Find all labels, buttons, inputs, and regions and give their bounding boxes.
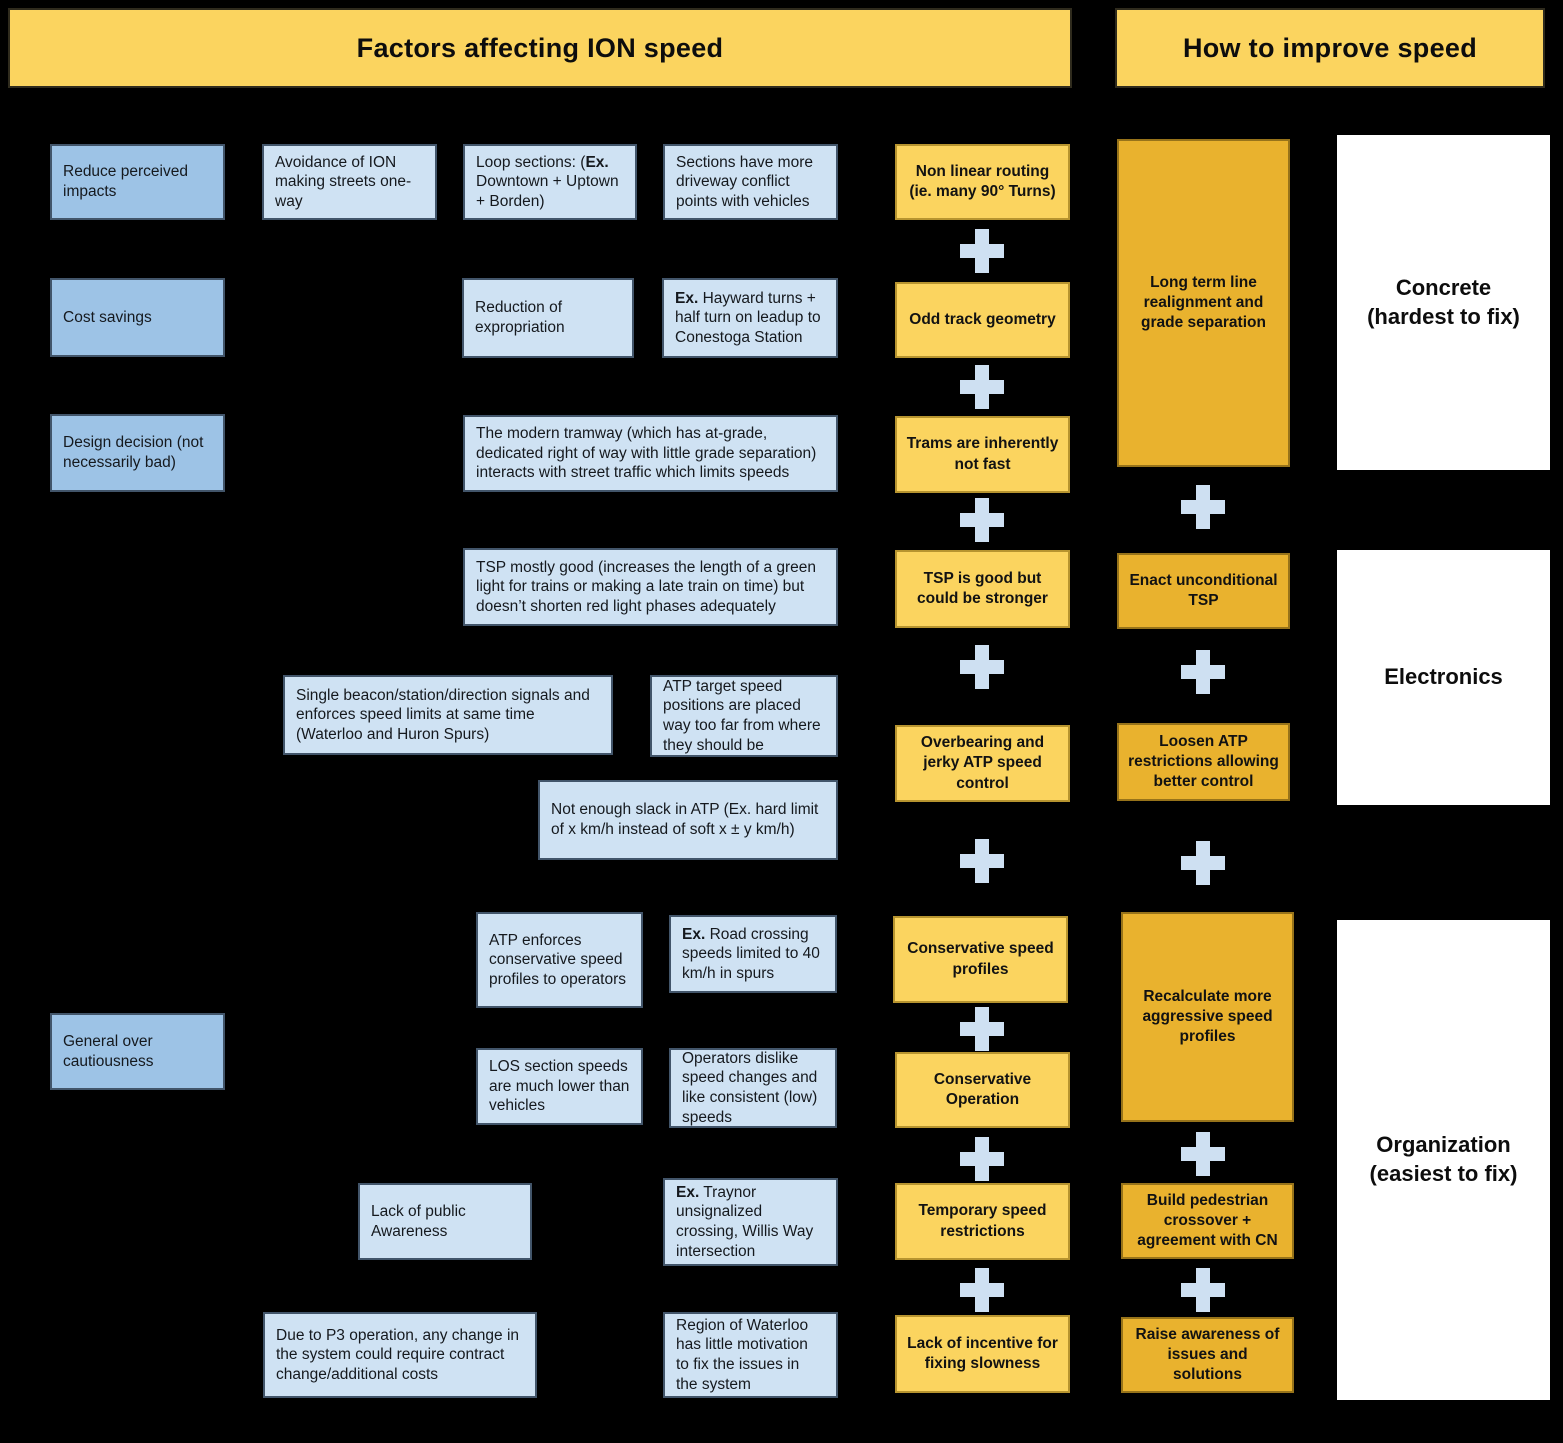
box-text: Region of Waterloo has little motivation… xyxy=(676,1316,809,1393)
factor-tsp-good-stronger: TSP is good but could be stronger xyxy=(895,550,1070,628)
solution-recalculate-profiles: Recalculate more aggressive speed profil… xyxy=(1121,912,1294,1122)
factor-conservative-profiles: Conservative speed profiles xyxy=(893,916,1068,1003)
box-text: ATP enforces conservative speed profiles… xyxy=(489,931,626,988)
box-single-beacon: Single beacon/station/direction signals … xyxy=(283,675,613,755)
box-text: Loop sections: (Ex. Downtown + Uptown + … xyxy=(476,153,619,210)
plus-icon xyxy=(1181,1268,1225,1312)
box-reduce-perceived-impacts: Reduce perceived impacts xyxy=(50,144,225,220)
box-text: Conservative Operation xyxy=(933,1070,1032,1108)
box-reduction-expropriation: Reduction of expropriation xyxy=(462,278,634,358)
factors-header-label: Factors affecting ION speed xyxy=(356,32,724,63)
box-lack-public-awareness: Lack of public Awareness xyxy=(358,1183,532,1260)
box-text: Reduce perceived impacts xyxy=(63,163,188,200)
box-text: Ex. Traynor unsignalized crossing, Willi… xyxy=(676,1183,814,1260)
plus-icon xyxy=(960,1268,1004,1312)
factor-conservative-operation: Conservative Operation xyxy=(895,1052,1070,1128)
box-text: The modern tramway (which has at-grade, … xyxy=(476,425,817,482)
box-hayward-turns: Ex. Hayward turns + half turn on leadup … xyxy=(662,278,838,358)
box-traynor-crossing: Ex. Traynor unsignalized crossing, Willi… xyxy=(663,1178,838,1266)
box-text: Non linear routing (ie. many 90° Turns) xyxy=(909,162,1056,200)
box-text: Loosen ATP restrictions allowing better … xyxy=(1128,732,1279,791)
plus-icon xyxy=(1181,1132,1225,1176)
box-text: Raise awareness of issues and solutions xyxy=(1135,1325,1280,1384)
solution-loosen-atp: Loosen ATP restrictions allowing better … xyxy=(1117,723,1290,801)
box-text: Temporary speed restrictions xyxy=(918,1202,1047,1240)
box-road-crossing: Ex. Road crossing speeds limited to 40 k… xyxy=(669,915,837,993)
box-text: Cost savings xyxy=(63,308,152,326)
box-modern-tramway: The modern tramway (which has at-grade, … xyxy=(463,415,838,492)
box-text: Electronics xyxy=(1384,664,1503,690)
box-text: Due to P3 operation, any change in the s… xyxy=(276,1326,520,1383)
box-text: Organization (easiest to fix) xyxy=(1369,1132,1518,1186)
factor-lack-incentive: Lack of incentive for fixing slowness xyxy=(895,1315,1070,1393)
box-due-to-p3: Due to P3 operation, any change in the s… xyxy=(263,1312,537,1398)
improve-speed-header: How to improve speed xyxy=(1115,8,1545,88)
box-text: Recalculate more aggressive speed profil… xyxy=(1142,987,1273,1046)
plus-icon xyxy=(960,1007,1004,1051)
box-text: Ex. Road crossing speeds limited to 40 k… xyxy=(682,925,820,982)
box-text: Ex. Hayward turns + half turn on leadup … xyxy=(675,289,821,346)
box-not-enough-slack: Not enough slack in ATP (Ex. hard limit … xyxy=(538,780,838,860)
box-los-section-speeds: LOS section speeds are much lower than v… xyxy=(476,1048,643,1125)
factors-header: Factors affecting ION speed xyxy=(8,8,1072,88)
solution-long-term-realignment: Long term line realignment and grade sep… xyxy=(1117,139,1290,467)
box-text: Enact unconditional TSP xyxy=(1129,571,1278,609)
improve-speed-header-label: How to improve speed xyxy=(1182,32,1478,63)
box-text: ATP target speed positions are placed wa… xyxy=(663,677,821,754)
difficulty-organization: Organization (easiest to fix) xyxy=(1337,920,1550,1400)
box-sections-driveway: Sections have more driveway conflict poi… xyxy=(663,144,838,220)
box-region-waterloo: Region of Waterloo has little motivation… xyxy=(663,1312,838,1398)
box-text: Reduction of expropriation xyxy=(475,299,565,336)
plus-icon xyxy=(960,1137,1004,1181)
box-text: LOS section speeds are much lower than v… xyxy=(489,1058,630,1115)
plus-icon xyxy=(960,645,1004,689)
box-text: Build pedestrian crossover + agreement w… xyxy=(1137,1191,1278,1250)
box-atp-target-speed: ATP target speed positions are placed wa… xyxy=(650,675,838,757)
plus-icon xyxy=(1181,841,1225,885)
box-avoidance-one-way: Avoidance of ION making streets one-way xyxy=(262,144,437,220)
box-text: TSP is good but could be stronger xyxy=(917,569,1048,607)
box-text: Lack of incentive for fixing slowness xyxy=(907,1334,1058,1372)
box-cost-savings: Cost savings xyxy=(50,278,225,357)
solution-raise-awareness: Raise awareness of issues and solutions xyxy=(1121,1317,1294,1393)
difficulty-concrete: Concrete (hardest to fix) xyxy=(1337,135,1550,470)
factor-trams-not-fast: Trams are inherently not fast xyxy=(895,416,1070,493)
box-text: Trams are inherently not fast xyxy=(906,435,1059,473)
solution-enact-tsp: Enact unconditional TSP xyxy=(1117,553,1290,629)
box-atp-enforces: ATP enforces conservative speed profiles… xyxy=(476,912,643,1008)
factor-non-linear-routing: Non linear routing (ie. many 90° Turns) xyxy=(895,144,1070,220)
box-text: Operators dislike speed changes and like… xyxy=(682,1049,818,1126)
box-text: Avoidance of ION making streets one-way xyxy=(275,153,412,210)
box-text: Design decision (not necessarily bad) xyxy=(63,434,204,471)
box-text: Odd track geometry xyxy=(909,310,1056,328)
box-text: General over cautiousness xyxy=(63,1032,154,1070)
box-design-decision: Design decision (not necessarily bad) xyxy=(50,414,225,492)
box-text: Sections have more driveway conflict poi… xyxy=(676,153,813,210)
box-text: Long term line realignment and grade sep… xyxy=(1141,273,1266,332)
plus-icon xyxy=(960,498,1004,542)
factor-odd-track-geometry: Odd track geometry xyxy=(895,282,1070,358)
box-text: Single beacon/station/direction signals … xyxy=(296,686,590,743)
difficulty-electronics: Electronics xyxy=(1337,550,1550,805)
factor-temporary-restrictions: Temporary speed restrictions xyxy=(895,1183,1070,1260)
box-operators-dislike: Operators dislike speed changes and like… xyxy=(669,1048,837,1128)
plus-icon xyxy=(1181,650,1225,694)
box-text: Concrete (hardest to fix) xyxy=(1367,274,1520,329)
solution-build-crossover: Build pedestrian crossover + agreement w… xyxy=(1121,1183,1294,1259)
box-text: Not enough slack in ATP (Ex. hard limit … xyxy=(551,801,819,838)
box-general-over-cautiousness: General over cautiousness xyxy=(50,1013,225,1090)
box-text: Overbearing and jerky ATP speed control xyxy=(920,734,1045,792)
plus-icon xyxy=(1181,485,1225,529)
box-loop-sections: Loop sections: (Ex. Downtown + Uptown + … xyxy=(463,144,637,220)
plus-icon xyxy=(960,229,1004,273)
plus-icon xyxy=(960,839,1004,883)
box-text: TSP mostly good (increases the length of… xyxy=(476,558,817,615)
box-tsp-mostly-good: TSP mostly good (increases the length of… xyxy=(463,548,838,626)
box-text: Conservative speed profiles xyxy=(907,940,1054,978)
factor-overbearing-atp: Overbearing and jerky ATP speed control xyxy=(895,725,1070,802)
plus-icon xyxy=(960,365,1004,409)
box-text: Lack of public Awareness xyxy=(371,1202,466,1240)
